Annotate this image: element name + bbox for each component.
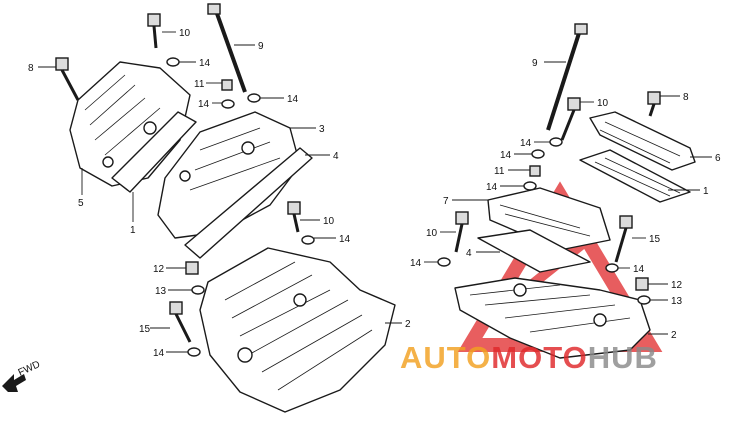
callout-left-14-a: 14 (199, 58, 211, 69)
bolt-8-right (647, 91, 661, 117)
callout-left-9: 9 (258, 41, 264, 52)
callout-left-13: 13 (155, 286, 167, 297)
callout-right-14-a: 14 (520, 138, 532, 149)
bolt-10-right-top (560, 97, 581, 141)
callout-left-14-e: 14 (153, 348, 165, 359)
gasket-left-rear (111, 111, 197, 193)
fwd-arrow-icon (2, 374, 26, 392)
callout-right-1: 1 (703, 186, 709, 197)
callout-right-6: 6 (715, 153, 721, 164)
bolt-9-left (207, 3, 247, 93)
callout-left-14-b: 14 (198, 99, 210, 110)
washer-14-left-d (301, 235, 315, 245)
spring-14-right-b (531, 149, 545, 159)
callout-left-15: 15 (139, 324, 151, 335)
callout-left-4: 4 (333, 151, 339, 162)
cylinder-head-right (454, 277, 651, 359)
callout-right-11: 11 (494, 166, 505, 177)
bolt-11-right (529, 165, 541, 177)
washer-13-left (191, 285, 205, 295)
callout-left-2: 2 (405, 319, 411, 330)
callout-right-13: 13 (671, 296, 683, 307)
leader-lines-right (424, 61, 712, 335)
fwd-label: FWD (17, 359, 42, 379)
cap-nut-12-right (635, 277, 649, 291)
callout-right-14-e: 14 (633, 264, 645, 275)
callout-right-15: 15 (649, 234, 661, 245)
washer-14-right-d (437, 257, 451, 267)
bolt-10-right-mid (454, 211, 469, 253)
callout-right-12: 12 (671, 280, 683, 291)
bolt-8-left (55, 57, 80, 101)
bolt-10-left-mid (287, 201, 301, 233)
callout-left-5: 5 (78, 198, 84, 209)
gasket-left-front (184, 147, 313, 259)
watermark-moto: MOTO (491, 340, 588, 375)
callout-left-10-mid: 10 (323, 216, 335, 227)
washer-14-right-e (605, 263, 619, 273)
callout-left-14-c: 14 (287, 94, 299, 105)
bolt-15-left (169, 301, 192, 343)
washer-14-left-b (221, 99, 235, 109)
callout-right-7: 7 (443, 196, 449, 207)
bolt-15-right (614, 215, 633, 263)
callout-right-14-d: 14 (410, 258, 422, 269)
washer-14-left-a (166, 57, 180, 67)
callout-left-8: 8 (28, 63, 34, 74)
watermark-logo: AUTOMOTOHUB (400, 340, 658, 376)
bolt-10-left-top (147, 13, 161, 49)
callout-right-4: 4 (466, 248, 472, 259)
washer-14-right-a (549, 137, 563, 147)
callout-left-1: 1 (130, 225, 136, 236)
leader-lines-left (38, 31, 402, 353)
cylinder-head-cover-7 (487, 187, 611, 251)
washer-14-right-c (523, 181, 537, 191)
watermark-hub: HUB (587, 340, 658, 375)
callout-right-2: 2 (671, 330, 677, 341)
callout-right-9: 9 (532, 58, 538, 69)
callout-right-10-mid: 10 (426, 228, 438, 239)
bolt-11-left (221, 79, 233, 91)
cylinder-head-left (199, 247, 396, 413)
watermark-auto: AUTO (400, 340, 492, 375)
gasket-right-rear (579, 149, 691, 203)
callout-left-12: 12 (153, 264, 165, 275)
bolt-9-right (546, 23, 588, 131)
washer-14-left-c (247, 93, 261, 103)
washer-14-left-e (187, 347, 201, 357)
callout-right-8: 8 (683, 92, 689, 103)
washer-13-right (637, 295, 651, 305)
callout-right-14-c: 14 (486, 182, 498, 193)
callout-left-3: 3 (319, 124, 325, 135)
callout-left-14-d: 14 (339, 234, 351, 245)
callout-left-10-top: 10 (179, 28, 191, 39)
cap-nut-12-left (185, 261, 199, 275)
cylinder-head-cover-right (589, 111, 696, 171)
callout-left-11: 11 (194, 79, 205, 90)
gasket-right-front (477, 229, 591, 273)
callout-right-10-top: 10 (597, 98, 609, 109)
callout-right-14-b: 14 (500, 150, 512, 161)
